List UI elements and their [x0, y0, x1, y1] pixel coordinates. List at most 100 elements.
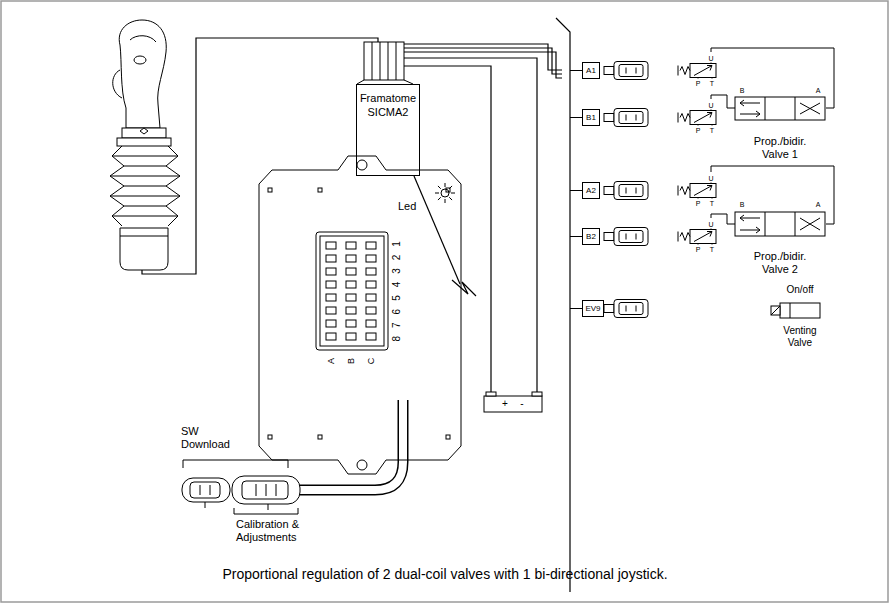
valve-label: Venting Valve	[776, 325, 824, 349]
main-valves-stroke	[800, 218, 820, 230]
node-text: B2	[584, 229, 598, 244]
pilot-valve-symbols-stroke	[690, 184, 716, 198]
pin-row-letter: B	[346, 358, 357, 364]
connector-pins-stroke	[346, 320, 356, 327]
harness-connectors-stroke	[205, 502, 268, 510]
joystick-stroke	[130, 36, 156, 42]
joystick-stroke	[120, 228, 168, 270]
main-valves-stroke	[735, 97, 825, 120]
harness-cable	[300, 400, 403, 490]
pilot-valve-symbols-stroke	[690, 230, 716, 244]
connector-pins-stroke	[346, 268, 356, 275]
pilot-lines-stroke	[711, 48, 834, 108]
pilot-lines-stroke	[711, 166, 834, 224]
pilot-valve-symbols-stroke	[698, 63, 712, 79]
harness-connectors-stroke	[232, 476, 300, 504]
cable-bundle-bracket	[556, 18, 570, 592]
port-letter: B	[740, 87, 745, 95]
coil-plugs-stroke	[626, 234, 636, 240]
connector-pins-stroke	[366, 307, 376, 314]
screw	[318, 435, 322, 439]
connector-pins-stroke	[366, 294, 376, 301]
main-valves-stroke	[765, 97, 795, 120]
main-valves-stroke	[735, 212, 825, 236]
connector-pins-stroke	[366, 281, 376, 288]
connector-pins-stroke	[326, 281, 336, 288]
connector-plug-stroke	[364, 42, 404, 80]
valve-label: Prop./bidir. Valve 1	[745, 135, 815, 161]
caption: Proportional regulation of 2 dual-coil v…	[0, 566, 890, 582]
ecu-connector-stroke	[316, 232, 388, 350]
joystick-stroke	[140, 128, 148, 134]
pilot-valve-symbols-stroke	[694, 186, 712, 196]
pilot-lines-stroke	[711, 214, 735, 224]
pilot-valve-symbols	[678, 63, 716, 245]
connector-pins-stroke	[346, 242, 356, 249]
coil-plugs-stroke	[619, 303, 643, 315]
port-letter: U	[708, 174, 713, 182]
coil-plugs-stroke	[604, 114, 614, 122]
battery-stroke	[484, 396, 542, 412]
label-brackets-stroke	[183, 460, 288, 468]
pilot-valve-symbols-stroke	[698, 183, 712, 199]
pilot-valve-symbols-stroke	[690, 111, 716, 125]
joystick-stroke	[117, 138, 171, 146]
wiring-stroke	[404, 52, 562, 78]
connector-pins-stroke	[326, 307, 336, 314]
screw	[268, 435, 272, 439]
battery	[484, 392, 542, 412]
coil-connector: A1	[582, 62, 600, 79]
main-valves-stroke	[740, 215, 760, 233]
coil-plugs-stroke	[570, 236, 582, 237]
connector-pins-stroke	[326, 255, 336, 262]
pilot-valve-symbols-stroke	[678, 186, 690, 196]
screw	[446, 435, 450, 439]
pilot-valve-symbols-stroke	[694, 232, 712, 242]
coil-plugs-stroke	[570, 70, 582, 71]
ecu-connector-stroke	[320, 236, 384, 346]
pilot-valve-symbols-stroke	[698, 110, 712, 126]
control-unit-outline	[258, 155, 462, 475]
wiring-stroke	[452, 280, 476, 296]
port-letter: P	[696, 126, 701, 134]
coil-plugs-stroke	[626, 115, 636, 121]
venting-valve	[771, 303, 820, 318]
connector-pins-stroke	[346, 281, 356, 288]
coil-plugs-stroke	[604, 233, 614, 241]
valve-label: Prop./bidir. Valve 2	[745, 250, 815, 276]
joystick-stroke	[122, 128, 166, 138]
mount-hole	[357, 460, 367, 470]
pilot-valve-symbols-stroke	[694, 66, 712, 76]
node-text: A2	[584, 183, 598, 198]
connector-label: SW Download	[181, 425, 237, 451]
main-valves-stroke	[800, 103, 820, 114]
pilot-valve-symbols-stroke	[690, 64, 716, 78]
pilot-valve-symbols-stroke	[678, 66, 690, 76]
connector-pins-stroke	[326, 294, 336, 301]
connector-pins-stroke	[346, 333, 356, 340]
joystick-stroke	[110, 146, 124, 226]
port-letter: T	[710, 245, 714, 253]
connector-plug	[357, 42, 413, 84]
coil-connector: A2	[582, 182, 600, 199]
connector-pins-stroke	[366, 242, 376, 249]
coil-plugs-stroke	[619, 185, 643, 197]
connector-plug-stroke	[372, 42, 396, 80]
port-letter: P	[696, 245, 701, 253]
pilot-valve-symbols-stroke	[694, 113, 712, 123]
coil-plugs-stroke	[619, 112, 643, 124]
joystick-stroke	[134, 56, 146, 64]
connector-pins-stroke	[326, 242, 336, 249]
wiring	[142, 38, 562, 392]
node-text: B1	[584, 110, 598, 125]
port-letter: B	[740, 201, 745, 209]
connector-pins-stroke	[366, 333, 376, 340]
pilot-valve-symbols-stroke	[698, 229, 712, 245]
connector-pins-stroke	[366, 255, 376, 262]
connector-pins-stroke	[346, 307, 356, 314]
battery-terminal: -	[520, 398, 523, 410]
connector-label: Calibration & Adjustments	[236, 518, 314, 544]
coil-plugs-stroke	[626, 306, 636, 312]
